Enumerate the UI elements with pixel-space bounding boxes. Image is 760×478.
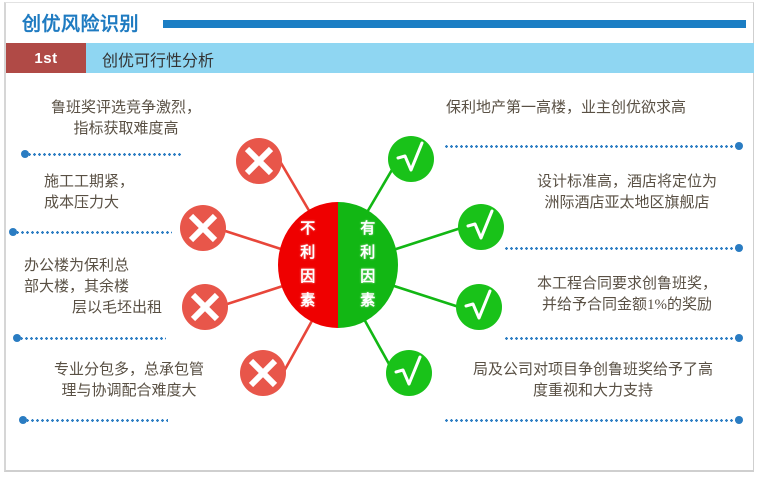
divider-knob — [735, 416, 743, 424]
section-badge: 1st — [6, 43, 86, 73]
divider-knob — [735, 142, 743, 150]
negative-text-3-line-2: 部大楼，其余楼 — [24, 279, 130, 295]
negative-text-3-line-1: 办公楼为保利总 — [24, 258, 130, 274]
divider-knob — [13, 334, 21, 342]
center-neg-ch3: 因 — [300, 268, 316, 285]
negative-text-4-line-1: 专业分包多，总承包管 — [53, 362, 204, 378]
center-positive-half — [338, 202, 398, 328]
divider-dots — [10, 231, 172, 234]
negative-text-4: 专业分包多，总承包管 理与协调配合难度大 — [18, 360, 240, 402]
divider-knob — [21, 150, 29, 158]
divider-dots — [504, 247, 742, 250]
center-pos-ch2: 利 — [360, 244, 376, 261]
divider-dots — [444, 419, 742, 422]
positive-text-4: 局及公司对项目争创鲁班奖给予了高 度重视和大力支持 — [444, 360, 742, 402]
check-circle-icon[interactable] — [458, 204, 504, 250]
divider-left-3 — [13, 334, 166, 343]
negative-text-4-line-2: 理与协调配合难度大 — [61, 383, 197, 399]
divider-left-2 — [9, 228, 172, 237]
cross-circle-icon[interactable] — [240, 350, 286, 396]
positive-text-4-line-2: 度重视和大力支持 — [532, 383, 653, 399]
center-negative-half — [278, 202, 338, 328]
positive-text-4-line-1: 局及公司对项目争创鲁班奖给予了高 — [472, 362, 713, 378]
page-title: 创优风险识别 — [22, 14, 140, 35]
positive-text-3-line-1: 本工程合同要求创鲁班奖， — [536, 276, 717, 292]
section-band — [86, 43, 754, 73]
divider-knob — [735, 244, 743, 252]
divider-left-4 — [19, 416, 168, 425]
negative-text-2-line-1: 施工工期紧， — [44, 174, 135, 190]
positive-text-1: 保利地产第一高楼，业主创优欲求高 — [446, 98, 746, 119]
positive-text-1-line-1: 保利地产第一高楼，业主创优欲求高 — [446, 100, 687, 116]
divider-knob — [9, 228, 17, 236]
divider-dots — [14, 337, 166, 340]
divider-dots — [22, 153, 182, 156]
positive-text-2-line-2: 洲际酒店亚太地区旗舰店 — [544, 195, 710, 211]
center-neg-ch1: 不 — [300, 220, 316, 237]
divider-dots — [20, 419, 168, 422]
cross-circle-icon[interactable] — [182, 284, 228, 330]
divider-left-1 — [21, 150, 182, 159]
negative-text-1-line-1: 鲁班奖评选竞争激烈， — [50, 100, 201, 116]
negative-text-2: 施工工期紧， 成本压力大 — [44, 172, 230, 214]
negative-text-1: 鲁班奖评选竞争激烈， 指标获取难度高 — [22, 98, 230, 140]
positive-text-2-line-1: 设计标准高，酒店将定位为 — [536, 174, 717, 190]
negative-text-2-line-2: 成本压力大 — [44, 195, 120, 211]
cross-circle-icon[interactable] — [236, 138, 282, 184]
center-pos-ch1: 有 — [360, 220, 376, 237]
divider-right-4 — [444, 416, 743, 425]
negative-text-3-line-3: 层以毛坯出租 — [71, 300, 162, 316]
divider-right-1 — [444, 142, 743, 151]
check-circle-icon[interactable] — [456, 284, 502, 330]
divider-knob — [735, 334, 743, 342]
divider-dots — [504, 337, 742, 340]
center-pos-ch4: 素 — [360, 292, 376, 309]
center-negative-label: 不 利 因 素 — [278, 217, 338, 313]
divider-dots — [444, 145, 742, 148]
connector-lines — [214, 161, 463, 375]
factor-diagram: 不 利 因 素 有 利 因 素 — [0, 78, 760, 473]
title-rule — [163, 20, 746, 28]
divider-knob — [19, 416, 27, 424]
section-title: 创优可行性分析 — [102, 53, 215, 70]
center-positive-label: 有 利 因 素 — [338, 217, 398, 313]
center-neg-ch2: 利 — [300, 244, 316, 261]
section-bar: 1st 创优可行性分析 — [6, 43, 754, 73]
check-circle-icon[interactable] — [388, 136, 434, 182]
center-neg-ch4: 素 — [300, 292, 316, 309]
negative-text-1-line-2: 指标获取难度高 — [73, 121, 179, 137]
negative-text-3: 办公楼为保利总 部大楼，其余楼 层以毛坯出租 — [24, 256, 210, 319]
divider-right-2 — [504, 244, 743, 253]
divider-right-3 — [504, 334, 743, 343]
positive-text-3: 本工程合同要求创鲁班奖， 并给予合同金额1%的奖励 — [512, 274, 742, 316]
positive-text-2: 设计标准高，酒店将定位为 洲际酒店亚太地区旗舰店 — [512, 172, 742, 214]
positive-text-3-line-2: 并给予合同金额1%的奖励 — [542, 297, 712, 313]
cross-circle-icon[interactable] — [180, 205, 226, 251]
center-pos-ch3: 因 — [360, 268, 376, 285]
check-circle-icon[interactable] — [386, 350, 432, 396]
